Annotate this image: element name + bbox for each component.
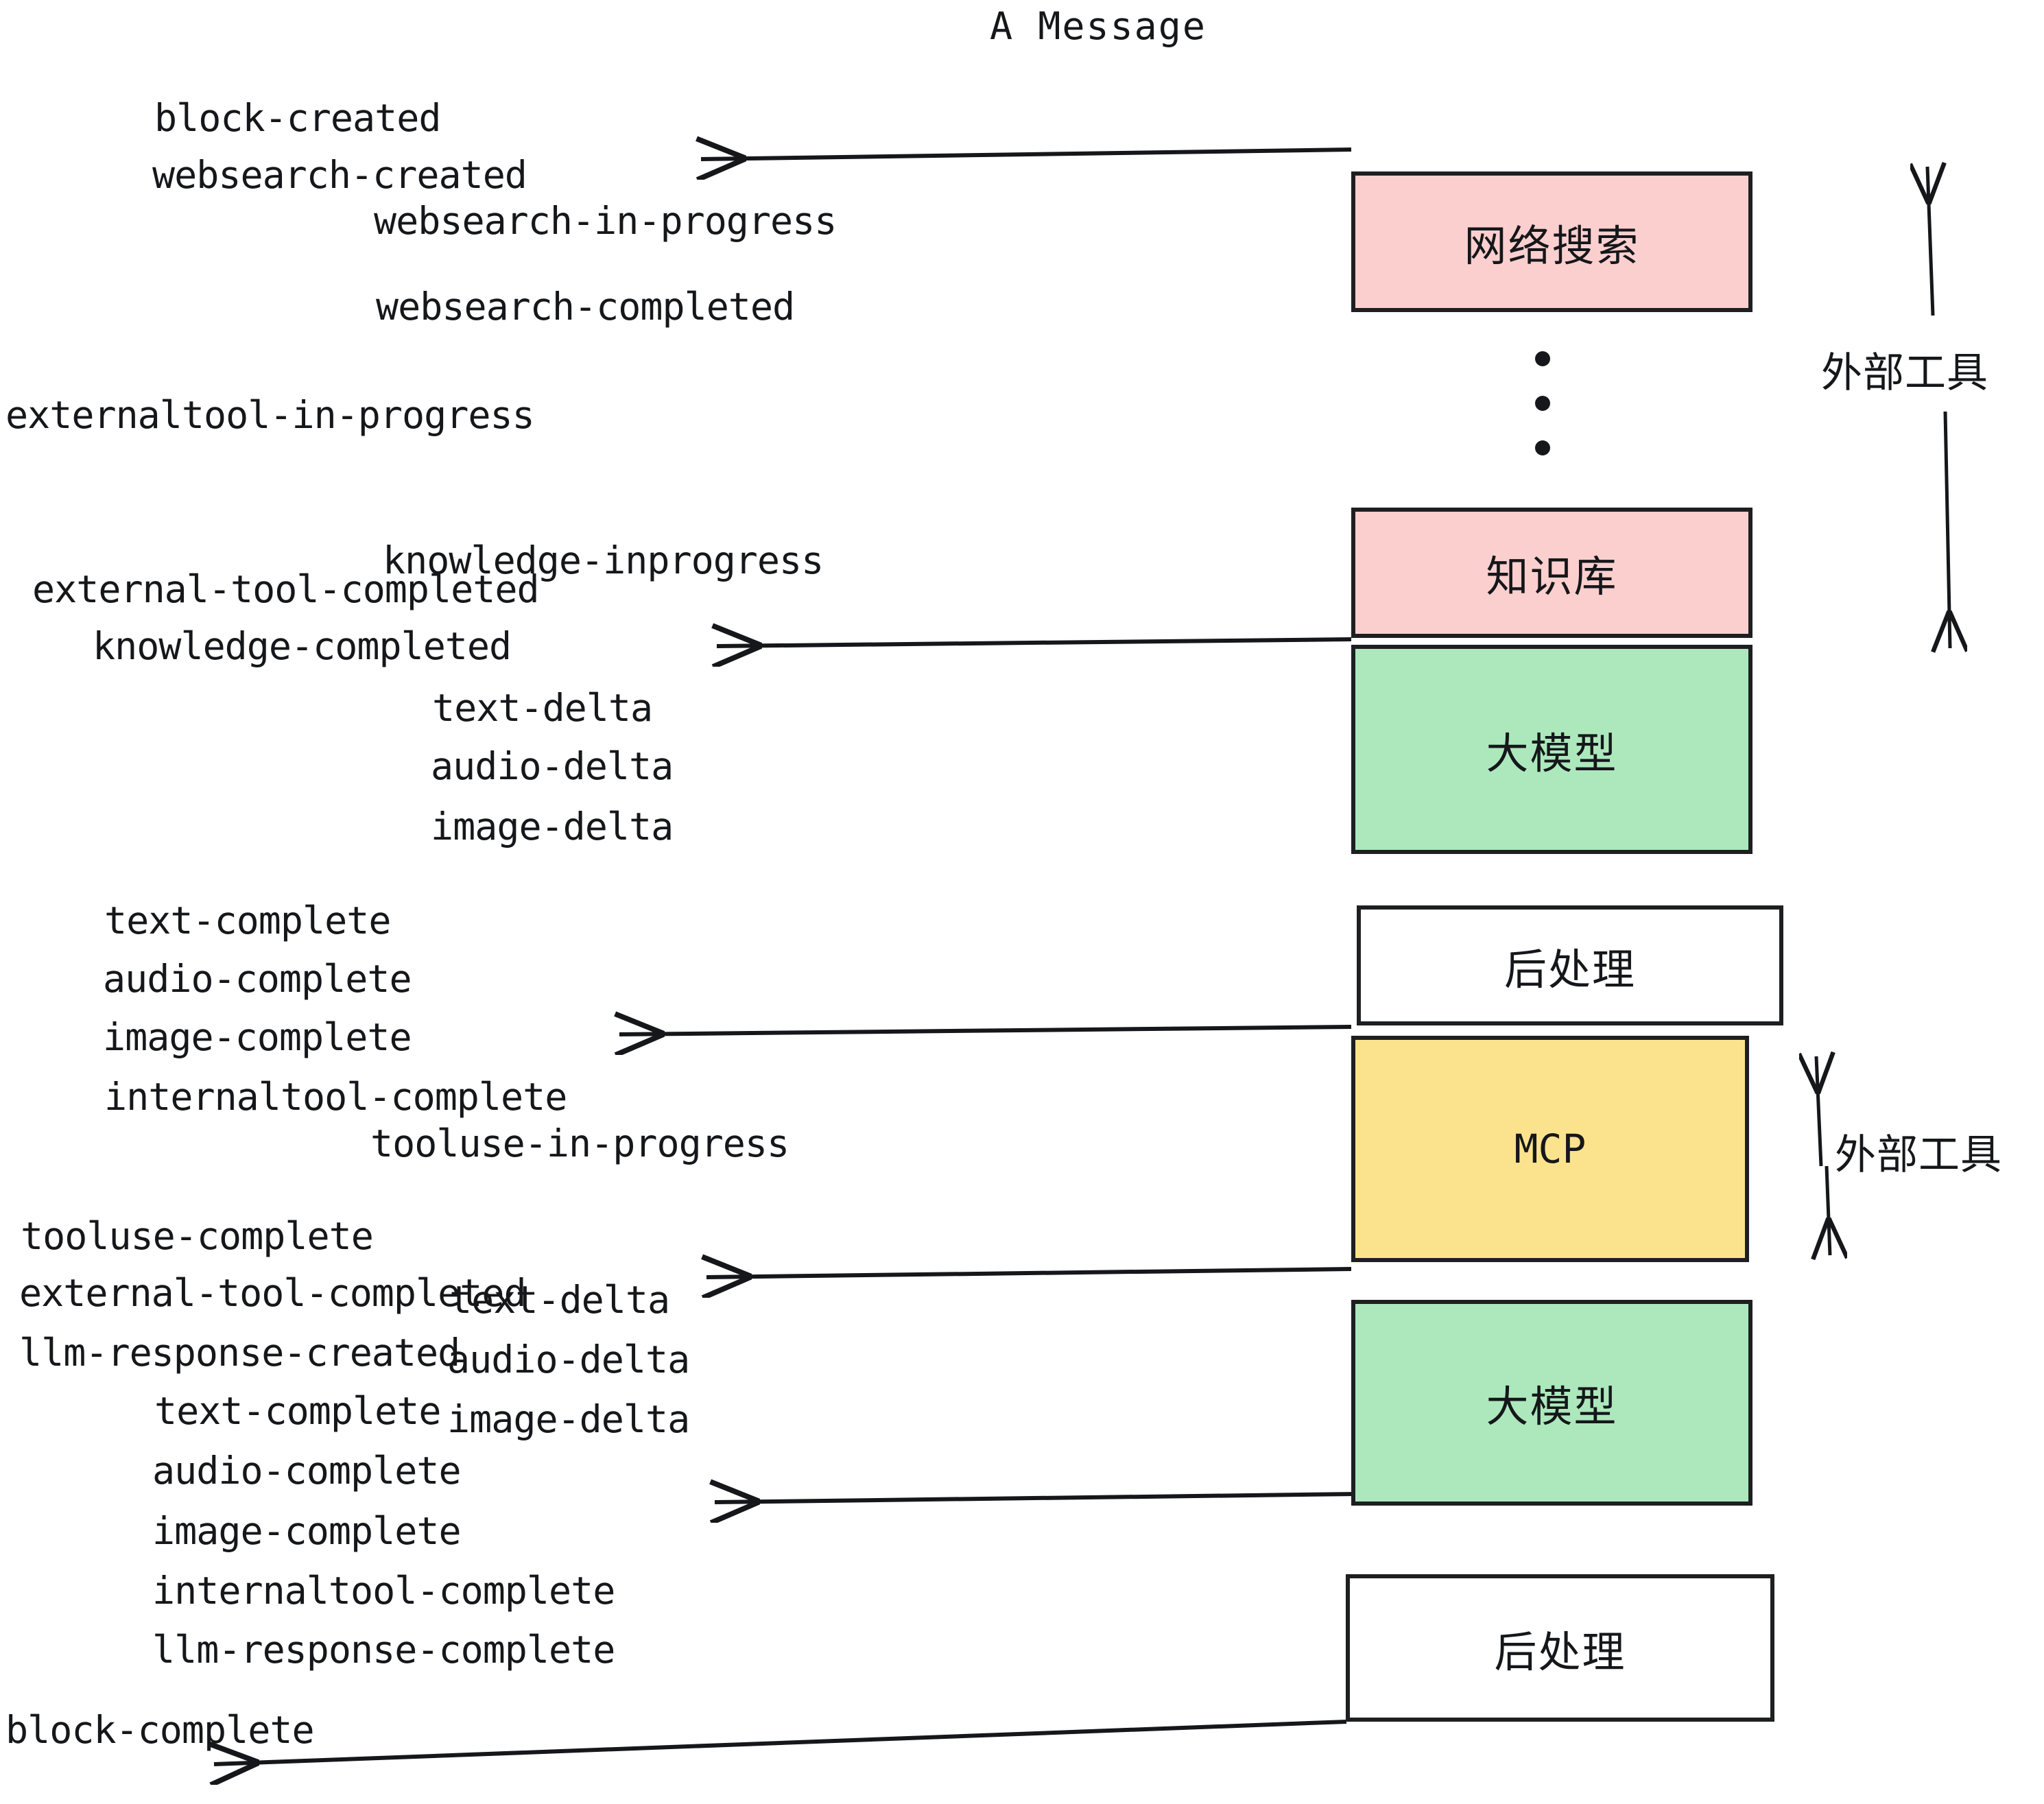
event-label: knowledge-completed	[93, 624, 512, 668]
node-post-top: 后处理	[1357, 905, 1783, 1025]
ellipsis-dot	[1535, 440, 1550, 455]
event-label: audio-delta	[447, 1338, 690, 1381]
event-label: llm-response-complete	[152, 1628, 615, 1672]
ellipsis-dots	[1535, 351, 1550, 455]
event-label: audio-delta	[431, 744, 674, 788]
block-complete-arrow	[214, 1720, 1347, 1764]
tooluse-complete-arrow	[706, 1269, 1352, 1277]
node-llm-bottom: 大模型	[1351, 1300, 1752, 1506]
event-label: external-tool-completed	[19, 1271, 527, 1315]
mcp-up-arrow	[1816, 1056, 1821, 1167]
event-label: websearch-created	[152, 153, 527, 197]
event-label: external-tool-completed	[32, 567, 540, 611]
event-label: llm-response-created	[19, 1331, 460, 1375]
audio-complete-arrow	[715, 1494, 1357, 1502]
node-websearch: 网络搜索	[1351, 171, 1752, 312]
image-complete-arrow	[619, 1027, 1352, 1034]
event-label: internaltool-complete	[104, 1075, 567, 1119]
event-label: text-complete	[104, 899, 391, 942]
event-label: audio-complete	[152, 1449, 462, 1493]
event-label: tooluse-in-progress	[370, 1121, 789, 1165]
ellipsis-dot	[1535, 396, 1550, 411]
knowledge-completed-arrow	[717, 639, 1352, 646]
event-label: internaltool-complete	[152, 1569, 615, 1613]
event-label: websearch-completed	[376, 285, 795, 329]
side-label-external-tool-top: 外部工具	[1821, 349, 1988, 397]
event-label: externaltool-in-progress	[5, 393, 535, 437]
event-label: tooluse-complete	[21, 1214, 374, 1258]
event-label: block-created	[154, 96, 441, 140]
block-created-arrow	[701, 150, 1352, 159]
event-label: text-delta	[432, 686, 653, 730]
event-label: image-delta	[431, 805, 674, 848]
event-label: block-complete	[5, 1708, 315, 1752]
external-tool-up-arrow	[1927, 167, 1933, 316]
event-label: text-delta	[449, 1278, 670, 1322]
node-mcp: MCP	[1351, 1036, 1749, 1262]
event-label: image-delta	[447, 1397, 690, 1441]
page-title: A Message	[990, 4, 1207, 48]
node-post-bottom: 后处理	[1346, 1574, 1774, 1722]
event-label: audio-complete	[103, 957, 412, 1001]
side-label-external-tool-bottom: 外部工具	[1835, 1131, 2002, 1179]
external-tool-down-arrow	[1945, 411, 1950, 648]
event-label: knowledge-inprogress	[383, 538, 824, 582]
node-llm-top: 大模型	[1351, 645, 1752, 854]
mcp-down-arrow	[1827, 1165, 1830, 1255]
event-label: image-complete	[103, 1015, 412, 1059]
event-label: text-complete	[154, 1389, 441, 1433]
node-knowledge: 知识库	[1351, 508, 1752, 638]
event-label: websearch-in-progress	[374, 199, 837, 243]
ellipsis-dot	[1535, 351, 1550, 366]
event-label: image-complete	[152, 1509, 462, 1553]
